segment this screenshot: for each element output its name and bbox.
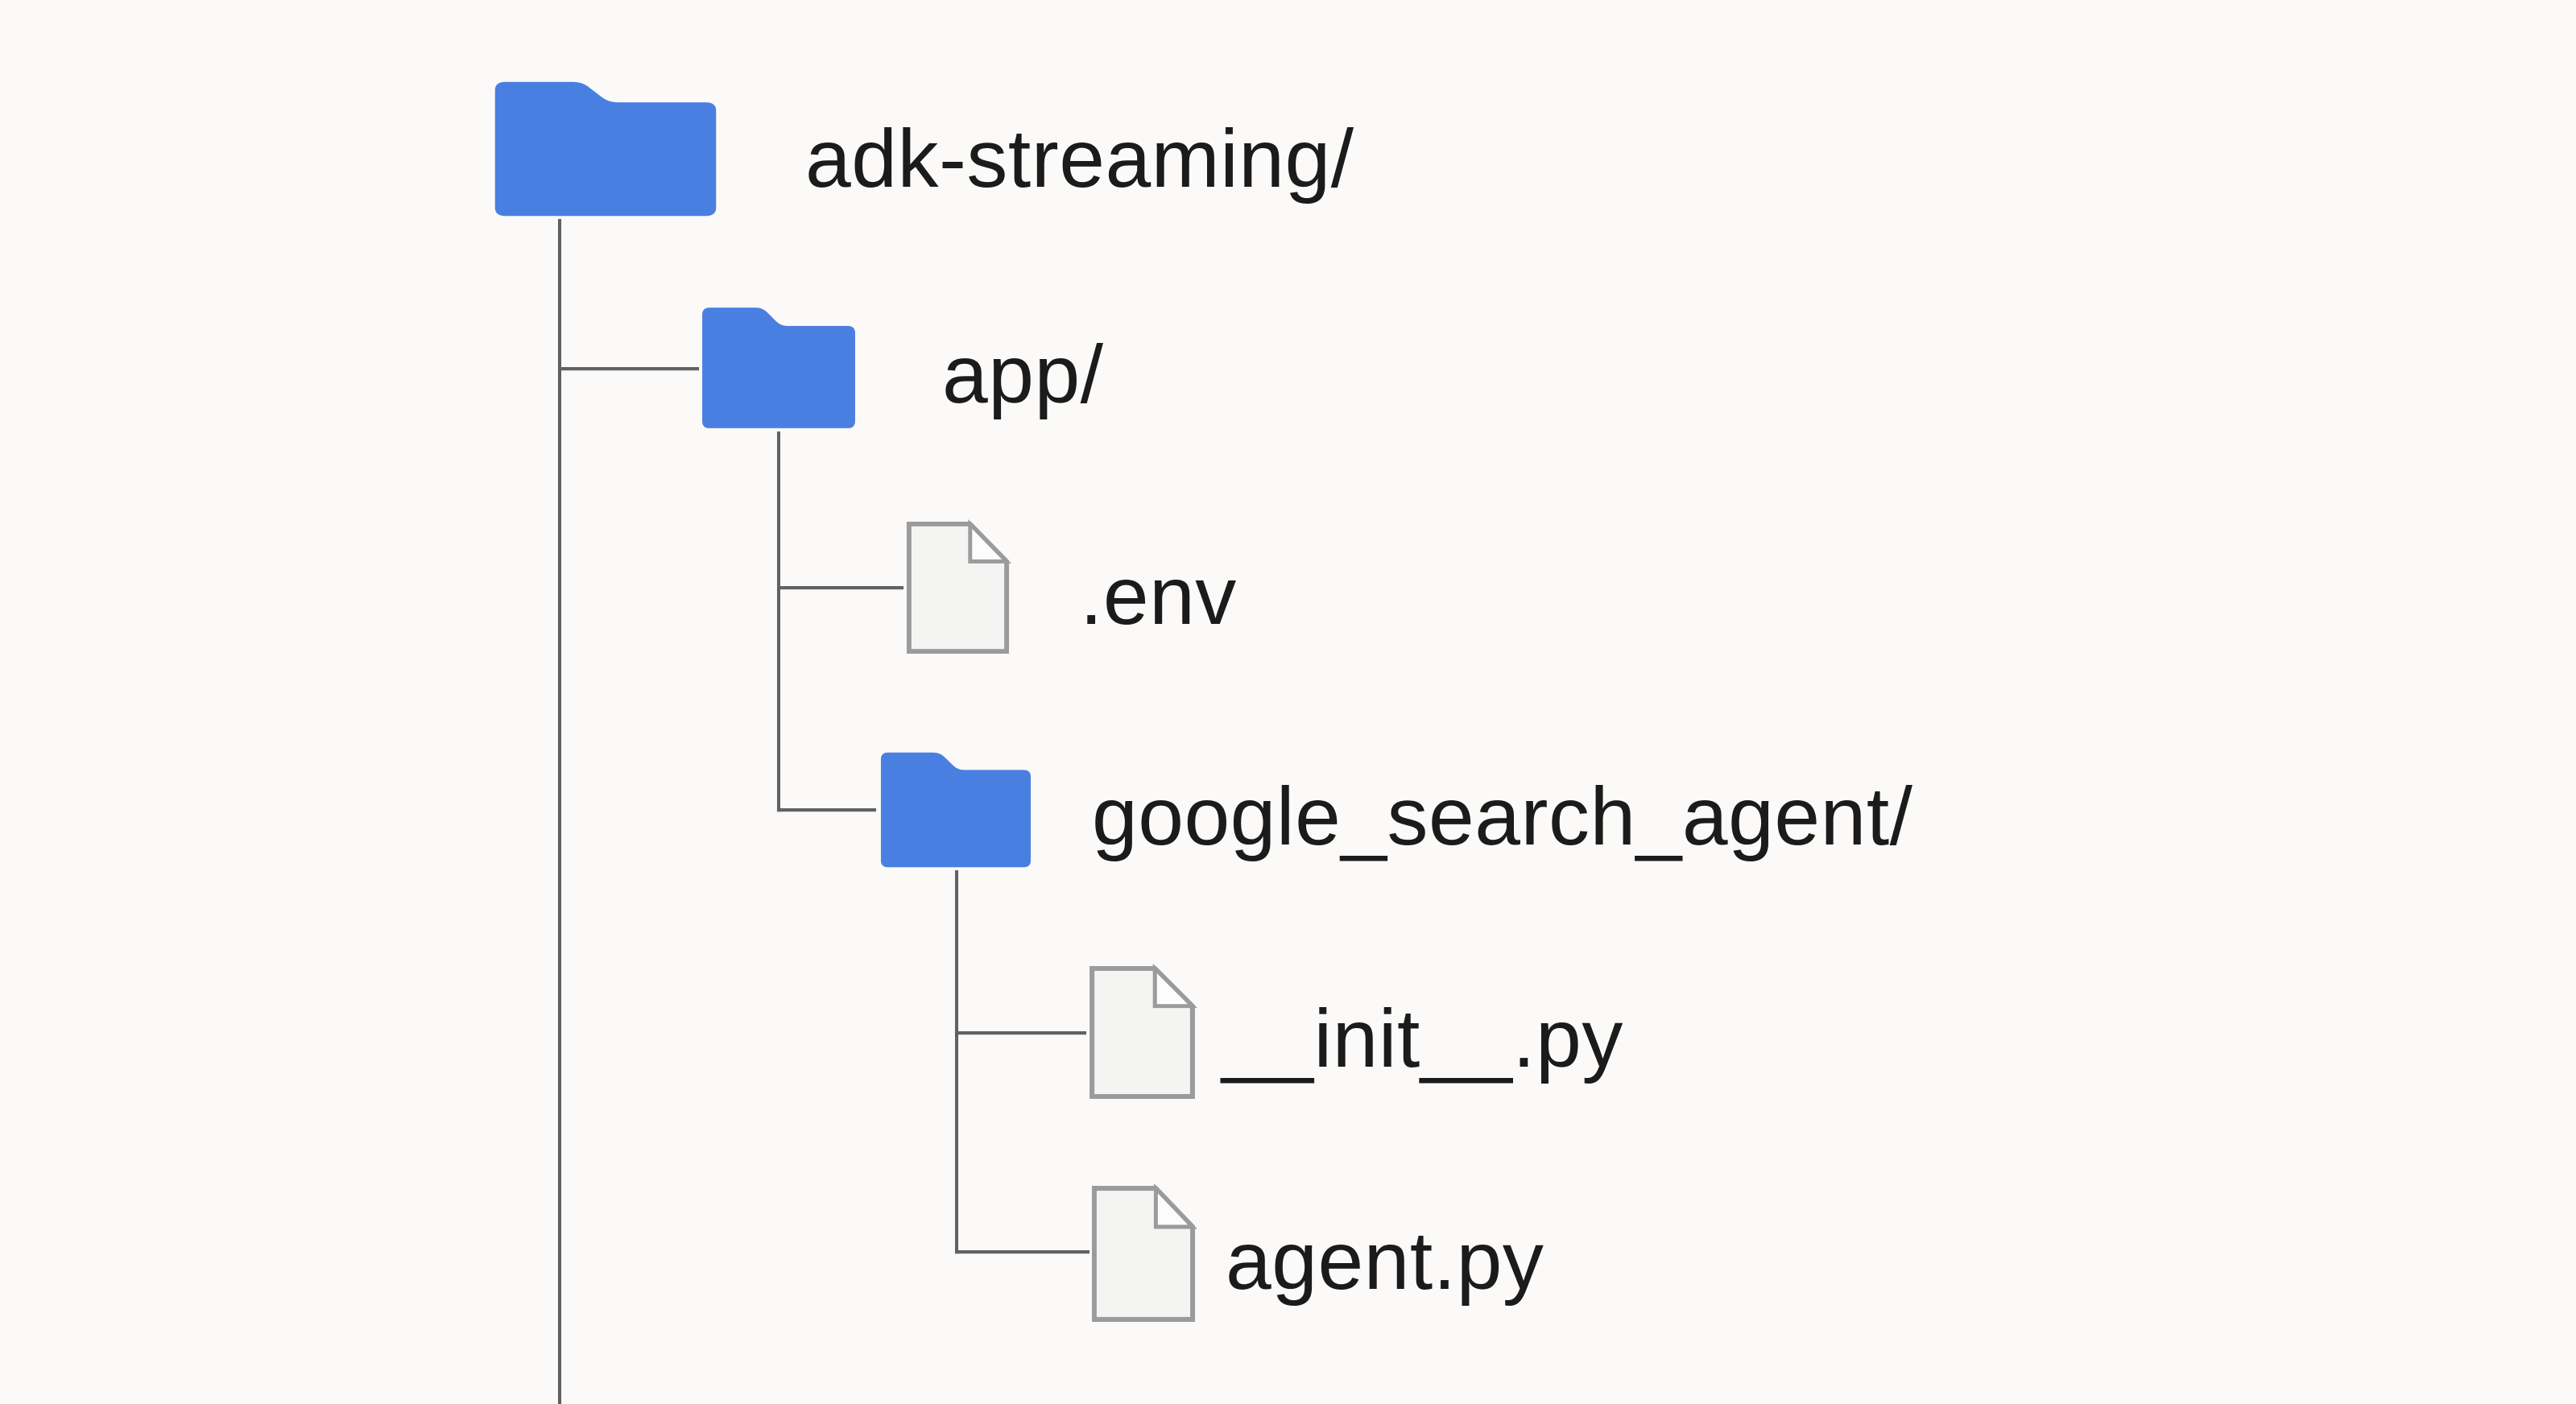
tree-node-label: agent.py — [1226, 1215, 1544, 1307]
connector-branch-app — [558, 367, 699, 370]
connector-branch-init-py — [955, 1031, 1086, 1034]
tree-node-label: adk-streaming/ — [805, 113, 1354, 204]
connector-trunk-google-search-agent — [955, 870, 958, 1253]
connector-branch-agent-py — [955, 1250, 1090, 1253]
connector-branch-env — [777, 586, 903, 589]
folder-icon — [880, 752, 1032, 868]
tree-node-label: google_search_agent/ — [1092, 770, 1913, 862]
folder-icon — [702, 308, 855, 428]
connector-branch-google-search-agent — [777, 808, 876, 811]
file-icon — [1090, 964, 1197, 1100]
tree-node-label: .env — [1080, 550, 1237, 642]
folder-icon — [494, 81, 717, 217]
file-icon — [1091, 1183, 1197, 1322]
connector-trunk-root — [558, 219, 561, 1404]
tree-node-label: __init__.py — [1222, 993, 1623, 1084]
connector-trunk-app — [777, 432, 780, 811]
tree-node-label: app/ — [942, 328, 1104, 420]
file-icon — [906, 519, 1011, 655]
